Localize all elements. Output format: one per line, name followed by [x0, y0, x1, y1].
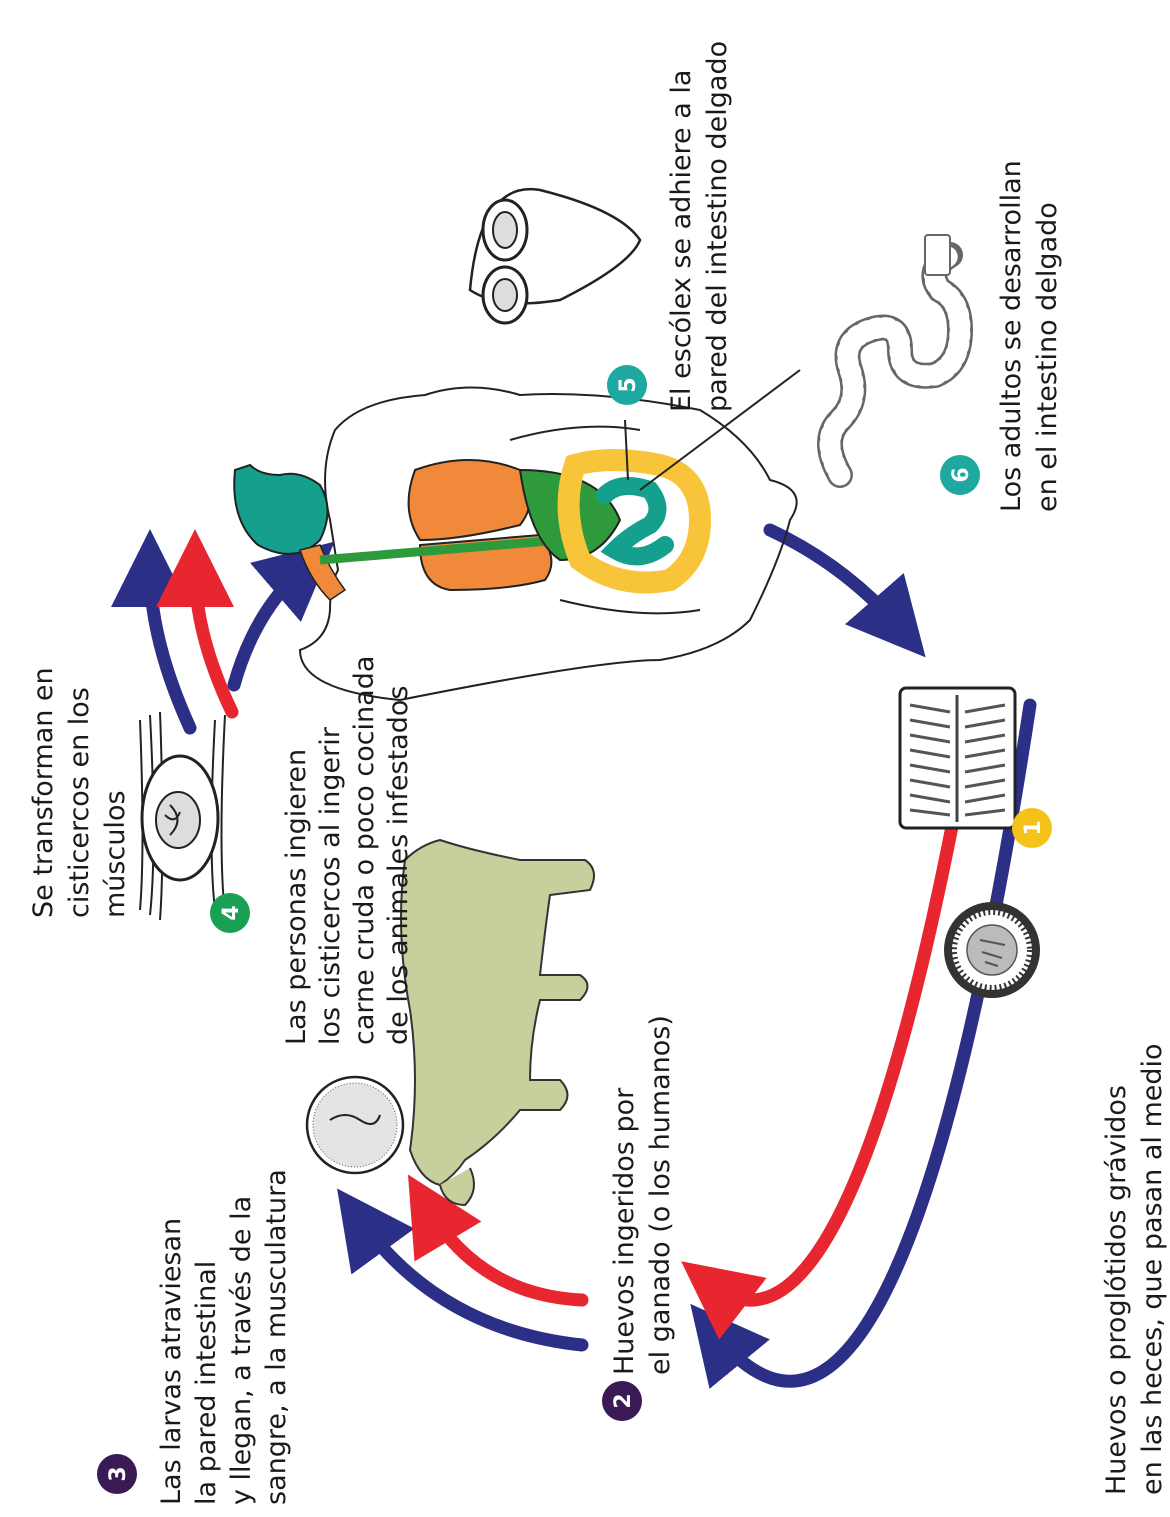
arrow-blue-to-cysticercus	[150, 568, 190, 728]
svg-text:6: 6	[949, 467, 974, 482]
badge-4: 4	[210, 893, 250, 933]
label-step-3-line-2: la pared intestinal	[191, 1261, 222, 1505]
label-step-2-line-2: el ganado (o los humanos)	[645, 1015, 676, 1375]
label-ingestion-line-1: Las personas ingieren	[281, 749, 312, 1045]
arrow-blue-to-human	[234, 567, 305, 685]
lung-upper	[409, 460, 530, 540]
badge-5: 5	[607, 365, 647, 405]
label-ingestion-line-4: de los animales infestados	[383, 686, 414, 1045]
gravid-proglottid-illustration	[900, 688, 1015, 828]
taenia-egg-illustration	[944, 902, 1040, 998]
badge-1: 1	[1012, 808, 1052, 848]
label-step-1: Huevos o proglótidos grávidos en las hec…	[1101, 1043, 1168, 1495]
label-step-2: Huevos ingeridos por el ganado (o los hu…	[609, 1015, 676, 1375]
label-step-4-line-2: cisticercos en los	[64, 687, 95, 918]
badge-6: 6	[940, 455, 980, 495]
label-step-4-line-1: Se transforman en	[28, 667, 59, 918]
svg-text:2: 2	[611, 1393, 636, 1408]
label-step-2-line-1: Huevos ingeridos por	[609, 1087, 640, 1375]
label-step-5-line-1: El escólex se adhiere a la	[666, 70, 697, 412]
arrow-red-cattle-to-muscle	[428, 1208, 582, 1300]
svg-text:4: 4	[219, 905, 244, 920]
label-step-5-line-2: pared del intestino delgado	[702, 41, 733, 412]
cysticercus-in-muscle-illustration	[140, 712, 225, 920]
label-ingestion-line-3: carne cruda o poco cocinada	[349, 656, 380, 1045]
muscle-section-illustration	[307, 1077, 403, 1173]
svg-text:1: 1	[1021, 820, 1046, 835]
label-step-3-line-3: y llegan, a través de la	[226, 1196, 257, 1505]
label-step-6-line-1: Los adultos se desarrollan	[996, 160, 1027, 512]
arrow-blue-human-to-proglottid	[770, 530, 900, 628]
scolex-illustration	[470, 189, 640, 323]
label-ingestion: Las personas ingieren los cisticercos al…	[281, 656, 414, 1045]
badge-2: 2	[602, 1381, 642, 1421]
label-ingestion-line-2: los cisticercos al ingerir	[315, 726, 346, 1045]
label-step-3-line-1: Las larvas atraviesan	[156, 1218, 187, 1505]
cow-illustration	[401, 840, 594, 1205]
svg-text:5: 5	[616, 377, 641, 392]
label-step-3: Las larvas atraviesan la pared intestina…	[156, 1169, 292, 1505]
badge-3: 3	[97, 1454, 137, 1494]
adult-worm-illustration	[830, 235, 960, 475]
human-body-illustration	[234, 370, 800, 700]
label-step-4-line-3: músculos	[100, 790, 131, 918]
label-step-6: Los adultos se desarrollan en el intesti…	[996, 160, 1063, 512]
label-step-1-line-2: en las heces, que pasan al medio	[1137, 1043, 1168, 1495]
arrow-red-to-cysticercus	[195, 568, 232, 712]
label-step-6-line-2: en el intestino delgado	[1032, 202, 1063, 512]
svg-text:3: 3	[106, 1466, 131, 1481]
label-step-4: Se transforman en cisticercos en los mús…	[28, 667, 131, 918]
head-shape	[234, 465, 327, 554]
label-step-3-line-4: sangre, a la musculatura	[261, 1169, 292, 1505]
arrow-blue-cattle-to-muscle	[360, 1220, 582, 1345]
label-step-5: El escólex se adhiere a la pared del int…	[666, 41, 733, 412]
label-step-1-line-1: Huevos o proglótidos grávidos	[1101, 1085, 1132, 1495]
